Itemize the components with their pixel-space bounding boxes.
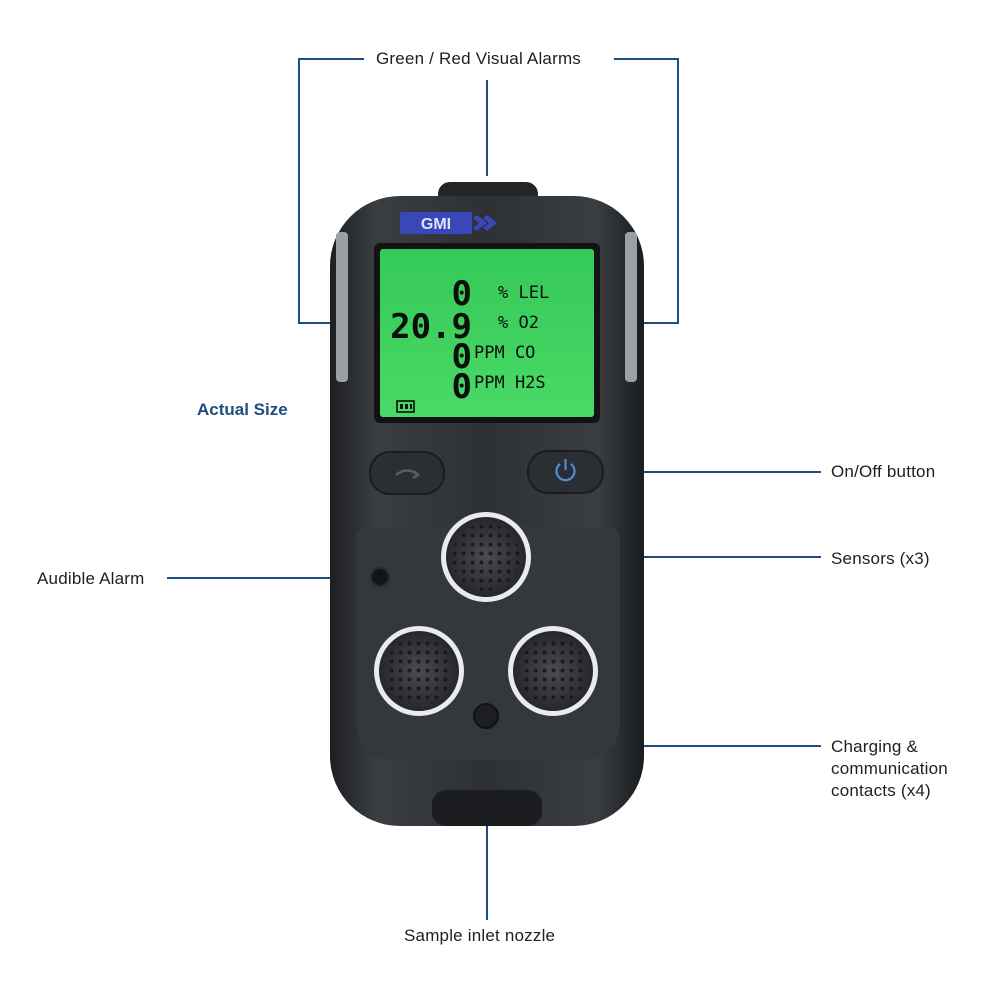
- inlet-nozzle: [432, 790, 542, 826]
- reading-lel-value: 0: [452, 274, 472, 314]
- reading-h2s-unit: PPM H2S: [474, 373, 546, 393]
- callout-line-alarms-right-vertical: [677, 58, 679, 324]
- callout-line-alarms-right-top: [614, 58, 679, 60]
- reading-o2-value: 20.9: [390, 307, 472, 347]
- sensor-top: [441, 512, 531, 602]
- audible-alarm-port: [370, 567, 390, 587]
- mode-button[interactable]: [369, 451, 445, 495]
- callout-line-audible: [167, 577, 375, 579]
- callout-line-alarms-left-vertical: [298, 58, 300, 324]
- sensor-bottom-left: [374, 626, 464, 716]
- on-off-button[interactable]: [527, 450, 604, 494]
- callout-line-alarms-right-bottom: [630, 322, 679, 324]
- brand-logo-text: GMI: [421, 216, 451, 233]
- visual-alarm-left: [336, 232, 348, 382]
- callout-line-onoff: [566, 471, 821, 473]
- bottom-port: [473, 703, 499, 729]
- visual-alarm-right: [625, 232, 637, 382]
- label-charging-2: communication: [831, 759, 948, 778]
- brand-chevron-icon: [473, 215, 497, 231]
- callout-line-sensors: [488, 556, 821, 558]
- label-sensors: Sensors (x3): [831, 549, 930, 568]
- reading-co-unit: PPM CO: [474, 343, 535, 363]
- power-icon: [555, 459, 576, 482]
- reading-h2s-value: 0: [452, 367, 472, 407]
- label-charging-1: Charging &: [831, 737, 919, 756]
- label-audible-alarm: Audible Alarm: [37, 569, 145, 588]
- label-on-off: On/Off button: [831, 462, 936, 481]
- label-charging-3: contacts (x4): [831, 781, 931, 800]
- reading-o2-unit: % O2: [498, 313, 539, 333]
- reading-co-value: 0: [452, 337, 472, 377]
- sensor-bottom-right: [508, 626, 598, 716]
- reading-lel-unit: % LEL: [498, 283, 549, 303]
- battery-icon: [396, 400, 415, 413]
- brand-logo-icon: [400, 212, 472, 234]
- label-actual-size: Actual Size: [197, 400, 288, 419]
- callout-line-alarms-center: [486, 80, 488, 176]
- callout-line-alarms-left-bottom: [298, 322, 346, 324]
- label-visual-alarms: Green / Red Visual Alarms: [376, 49, 581, 68]
- label-sample-inlet: Sample inlet nozzle: [404, 926, 556, 945]
- callout-line-charging: [634, 745, 821, 747]
- mode-arrow-icon: [395, 469, 421, 480]
- lcd-screen: [380, 249, 594, 417]
- callout-line-inlet: [486, 820, 488, 920]
- callout-line-alarms-left-top: [298, 58, 364, 60]
